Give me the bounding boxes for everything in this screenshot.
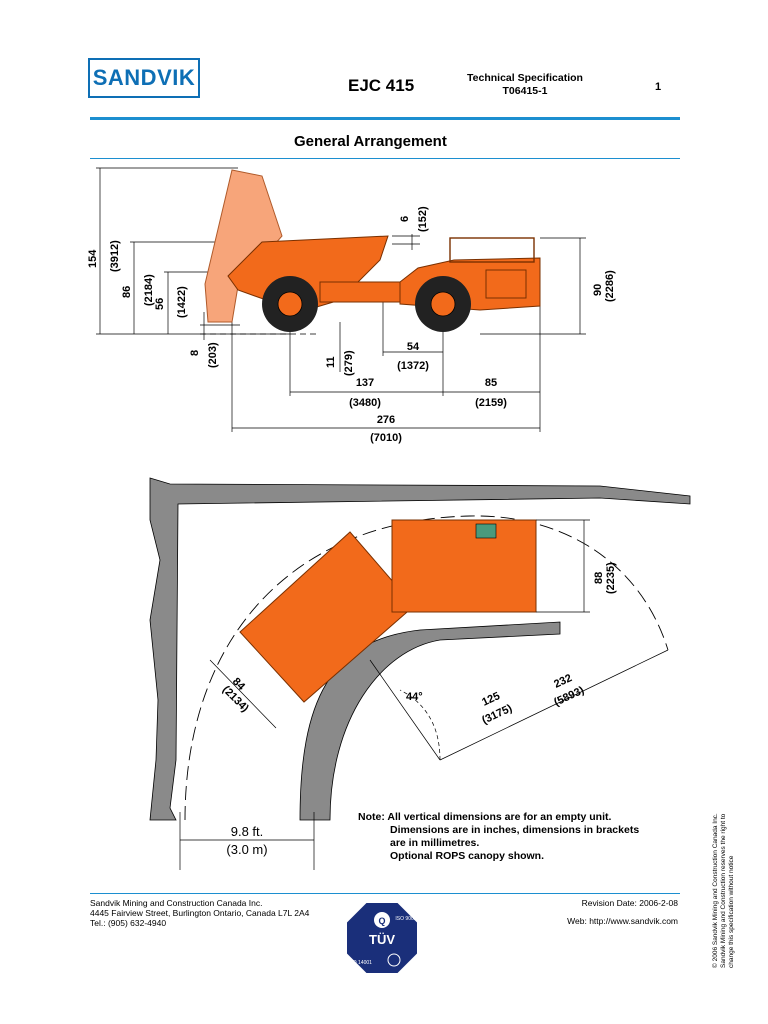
dim-56: 56 (154, 298, 166, 310)
spec-block: Technical Specification T06415-1 (455, 72, 595, 98)
dim-6: 6 (399, 216, 411, 222)
note-line-2: Dimensions are in inches, dimensions in … (390, 824, 640, 836)
spec-code: T06415-1 (502, 85, 548, 97)
dim-154: 154 (87, 249, 99, 268)
dim-86: 86 (121, 286, 133, 298)
tuv-label: TÜV (369, 932, 395, 947)
dim-56-mm: (1422) (176, 286, 188, 318)
dim-137-mm: (3480) (349, 397, 381, 409)
dim-6-mm: (152) (417, 206, 429, 232)
dim-88: 88 (593, 572, 605, 584)
angle-arc (399, 689, 441, 761)
dim-90-mm: (2286) (604, 270, 616, 302)
dim-90: 90 (592, 284, 604, 296)
top-tractor-body (391, 519, 537, 613)
street-address: 4445 Fairview Street, Burlington Ontario… (90, 908, 310, 918)
spec-title: Technical Specification (467, 72, 583, 84)
top-dump-box (239, 531, 415, 703)
width-m: (3.0 m) (226, 842, 267, 857)
dim-8-mm: (203) (207, 342, 219, 368)
note-line-1: Note: All vertical dimensions are for an… (358, 811, 612, 823)
dim-54: 54 (407, 341, 420, 353)
copyright-notice: © 2006 Sandvik Mining and Construction C… (712, 813, 735, 968)
sandvik-logo: SANDVIK (88, 58, 200, 98)
dim-11-mm: (279) (343, 350, 355, 376)
inner-tunnel-wall (299, 621, 561, 821)
page-title: General Arrangement (294, 133, 447, 150)
phone-number: Tel.: (905) 632-4940 (90, 918, 167, 928)
page-number: 1 (655, 81, 662, 93)
company-name: Sandvik Mining and Construction Canada I… (90, 898, 263, 908)
title-divider (90, 158, 680, 159)
dim-154-mm: (3912) (109, 240, 121, 272)
raised-dump-box (204, 169, 283, 323)
outer-tunnel-wall (149, 477, 691, 821)
width-ft: 9.8 ft. (231, 824, 264, 839)
dim-125: 125 (480, 690, 502, 709)
angle-44: 44° (406, 691, 423, 703)
model-name: EJC 415 (348, 76, 415, 95)
dim-137: 137 (356, 377, 374, 389)
note-line-3: are in millimetres. (390, 837, 480, 849)
tuv-certification-badge: Q TÜV ISO 9001 ISO 14001 (345, 901, 419, 975)
dim-85: 85 (485, 377, 497, 389)
note-line-4: Optional ROPS canopy shown. (390, 850, 545, 862)
note-block: Note: All vertical dimensions are for an… (358, 811, 639, 863)
dim-276: 276 (377, 414, 395, 426)
dim-88-mm: (2235) (605, 562, 617, 594)
engine-grille (485, 269, 527, 299)
tuv-iso-9001: ISO 9001 (395, 916, 416, 922)
dim-276-mm: (7010) (370, 432, 402, 444)
company-address: Sandvik Mining and Construction Canada I… (90, 898, 309, 928)
dim-11: 11 (325, 356, 337, 368)
svg-text:Q: Q (378, 916, 385, 926)
dim-54-mm: (1372) (397, 360, 429, 372)
tuv-iso-14001: ISO 14001 (348, 960, 372, 966)
dim-86-mm: (2184) (143, 274, 155, 306)
operator-seat (475, 523, 497, 539)
dim-85-mm: (2159) (475, 397, 507, 409)
dim-8: 8 (189, 350, 201, 356)
header-divider (90, 117, 680, 120)
website-link[interactable]: Web: http://www.sandvik.com (567, 916, 678, 926)
footer-divider (90, 893, 680, 894)
side-dimension-lines (96, 167, 586, 432)
dim-232: 232 (552, 672, 574, 691)
rops-canopy (449, 237, 535, 263)
revision-date: Revision Date: 2006-2-08 (581, 898, 678, 908)
